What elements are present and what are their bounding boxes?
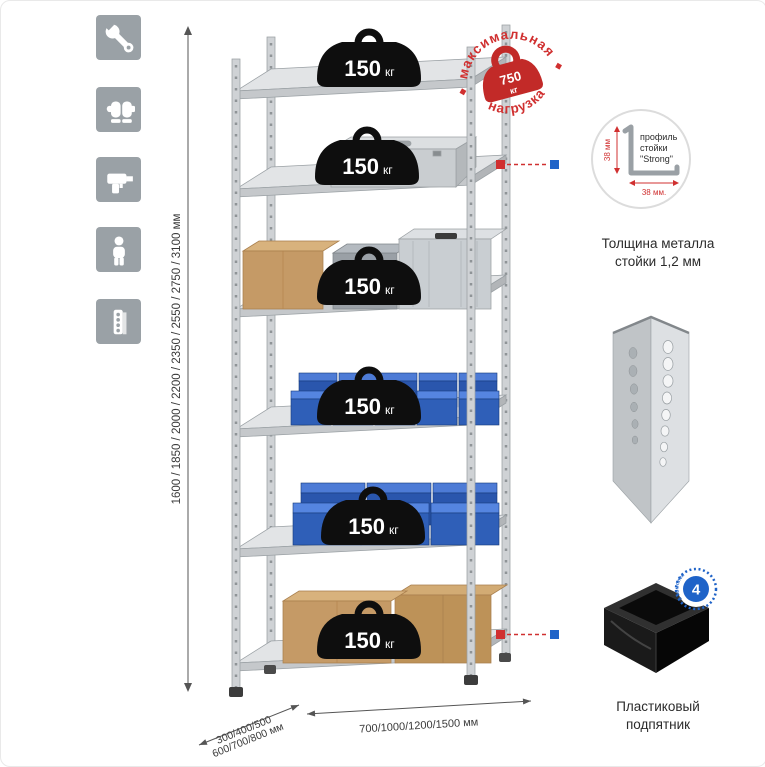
angle-post-picture xyxy=(612,315,690,524)
gloves-icon xyxy=(96,87,141,132)
plastic-foot-back-right xyxy=(499,653,511,662)
profile-label-line1: профиль xyxy=(640,132,678,142)
profile-connector xyxy=(496,160,559,169)
foot-caption: Пластиковый подпятник xyxy=(573,698,743,734)
post-icon xyxy=(96,299,141,344)
depth-dimension: 300/400/500 600/700/800 мм xyxy=(198,704,300,760)
rack-front-posts xyxy=(229,46,511,697)
plastic-foot-front-right xyxy=(464,675,478,685)
width-dimension-label: 700/1000/1200/1500 мм xyxy=(359,716,479,735)
foot-caption-line1: Пластиковый xyxy=(616,699,700,714)
blue-marker xyxy=(550,630,559,639)
profile-label-line3: "Strong" xyxy=(640,154,673,164)
stamp-weight-unit: кг xyxy=(509,84,520,96)
profile-dim-vertical: 38 мм xyxy=(603,139,612,161)
red-marker xyxy=(496,160,505,169)
rack-back-posts xyxy=(266,24,511,674)
profile-caption-line1: Толщина металла xyxy=(601,236,715,251)
profile-callout: 38 мм 38 мм. профиль стойки "Strong" xyxy=(591,109,691,209)
profile-label-line2: стойки xyxy=(640,143,668,153)
profile-caption-line2: стойки 1,2 мм xyxy=(614,254,702,269)
plastic-foot-picture: 4 в комплекте xyxy=(589,563,718,673)
plastic-foot-back-left xyxy=(264,665,276,674)
height-dimension: 1600 / 1850 / 2000 / 2200 / 2350 / 2550 … xyxy=(171,26,192,692)
plastic-foot-front-left xyxy=(229,687,243,697)
height-dimension-label: 1600 / 1850 / 2000 / 2200 / 2350 / 2550 … xyxy=(171,214,183,505)
drill-icon xyxy=(96,157,141,202)
width-dimension: 700/1000/1200/1500 мм xyxy=(306,698,532,736)
profile-dim-horizontal: 38 мм. xyxy=(642,188,666,197)
foot-caption-line2: подпятник xyxy=(625,717,691,732)
strong-profile-section xyxy=(622,124,680,176)
foot-connector xyxy=(496,630,559,639)
kit-badge-value: 4 xyxy=(692,582,701,599)
profile-caption: Толщина металла стойки 1,2 мм xyxy=(573,235,743,271)
wrench-icon xyxy=(96,15,141,60)
red-marker xyxy=(496,630,505,639)
person-icon xyxy=(96,227,141,272)
blue-marker xyxy=(550,160,559,169)
stamp-weight-value: 750 xyxy=(498,68,523,88)
